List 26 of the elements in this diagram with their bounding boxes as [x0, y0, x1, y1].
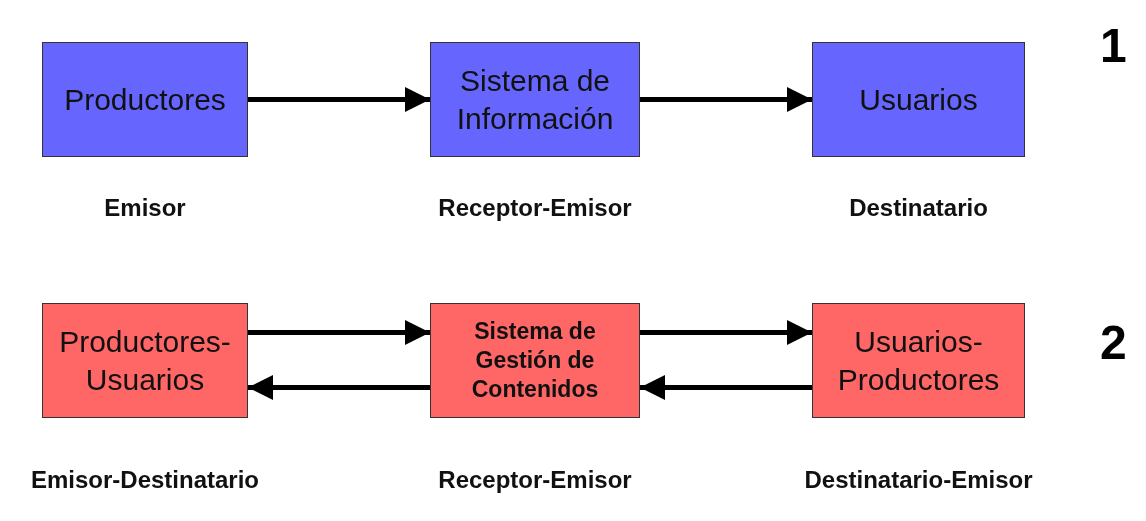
arrow — [640, 320, 812, 345]
role-label: Receptor-Emisor — [438, 194, 632, 222]
box-label: Productores- Usuarios — [58, 324, 232, 398]
role-label: Destinatario-Emisor — [804, 466, 1033, 494]
process-box — [430, 303, 640, 418]
box-label: Sistema de Gestión de Contenidos — [470, 317, 600, 404]
role-label: Destinatario — [849, 194, 988, 222]
row-number: 2 — [1100, 315, 1127, 370]
arrow — [640, 375, 812, 400]
arrow — [248, 375, 430, 400]
arrow — [640, 87, 812, 112]
box-label: Sistema de Información — [455, 63, 615, 137]
box-label: Usuarios — [859, 81, 978, 118]
box-label: Usuarios- Productores — [836, 324, 1001, 398]
arrow — [248, 320, 430, 345]
process-box — [812, 303, 1025, 418]
role-label: Receptor-Emisor — [438, 466, 632, 494]
process-box — [42, 303, 248, 418]
box-label: Productores — [64, 81, 226, 118]
arrow — [248, 87, 430, 112]
row-number: 1 — [1100, 18, 1127, 73]
role-label: Emisor — [104, 194, 186, 222]
process-box — [430, 42, 640, 157]
process-box — [812, 42, 1025, 157]
role-label: Emisor-Destinatario — [30, 466, 260, 494]
process-box — [42, 42, 248, 157]
